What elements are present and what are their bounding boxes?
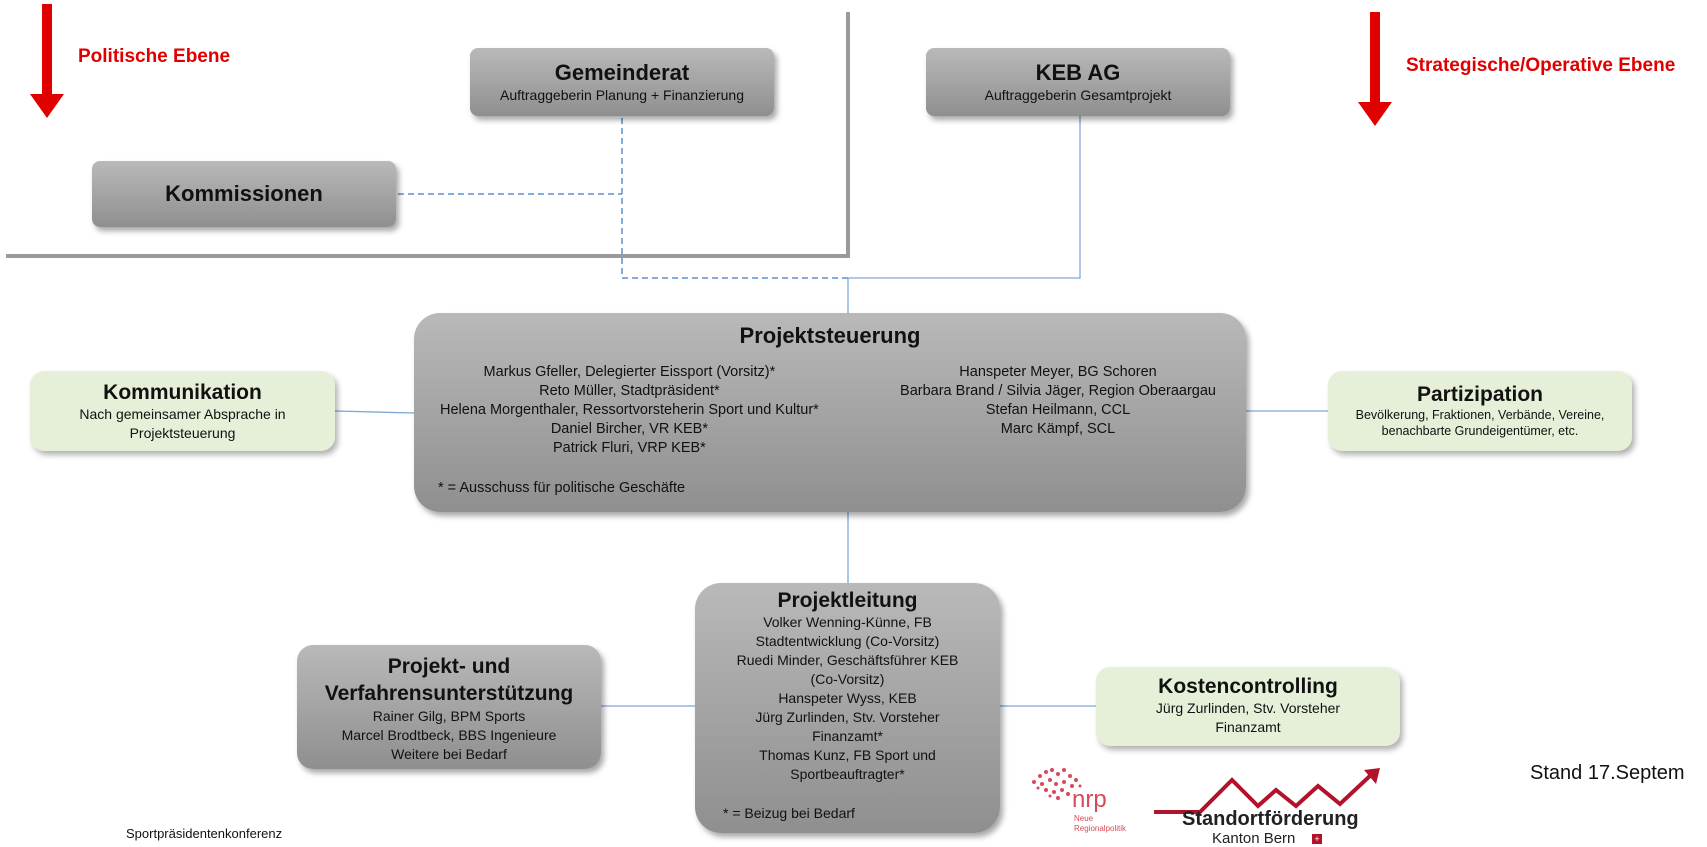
projektleitung-line: Sportbeauftragter* [790, 766, 905, 782]
projektsteuerung-left-column: Markus Gfeller, Delegierter Eissport (Vo… [440, 363, 819, 458]
projektunterstuetzung-title: Projekt- und [387, 655, 511, 678]
standortfoerderung-logo: Standortförderung Kanton Bern + [1150, 768, 1386, 847]
gemeinderat-box: Gemeinderat Auftraggeberin Planung + Fin… [470, 48, 774, 116]
projektsteuerung-right-column: Hanspeter Meyer, BG Schoren Barbara Bran… [900, 363, 1216, 458]
keb-box: KEB AG Auftraggeberin Gesamtprojekt [926, 48, 1230, 116]
standort-title: Standortförderung [1182, 808, 1359, 830]
member-line: Stefan Heilmann, CCL [985, 402, 1131, 418]
nrp-logo-text: nrp [1072, 786, 1107, 813]
projektsteuerung-members: Markus Gfeller, Delegierter Eissport (Vo… [440, 363, 1216, 458]
member-line: Marc Kämpf, SCL [1000, 421, 1116, 437]
projektleitung-box: Projektleitung Volker Wenning-Künne, FB … [695, 583, 1000, 833]
kostencontrolling-box: Kostencontrolling Jürg Zurlinden, Stv. V… [1096, 667, 1400, 746]
keb-line [847, 116, 1081, 315]
standort-sub: Kanton Bern [1212, 830, 1296, 847]
projektsteuerung-title: Projektsteuerung [739, 323, 921, 348]
swiss-map-icon [1032, 768, 1082, 800]
projektunterstuetzung-line: Rainer Gilg, BPM Sports [372, 708, 526, 724]
kommunikation-line [334, 410, 415, 414]
projektunterstuetzung-line: Marcel Brodtbeck, BBS Ingenieure [341, 727, 557, 743]
projektleitung-line: Ruedi Minder, Geschäftsführer KEB [736, 652, 959, 668]
political-level-label: Politische Ebene [78, 46, 231, 67]
gemeinderat-dashed-line [621, 118, 850, 279]
member-line: Helena Morgenthaler, Ressortvorsteherin … [440, 402, 819, 418]
member-line: Markus Gfeller, Delegierter Eissport (Vo… [483, 364, 776, 380]
gemeinderat-subtitle: Auftraggeberin Planung + Finanzierung [499, 87, 744, 103]
partizipation-title: Partizipation [1416, 383, 1543, 406]
projektunterstuetzung-title: Verfahrensunterstützung [324, 682, 574, 705]
kostencontrolling-title: Kostencontrolling [1158, 675, 1338, 698]
partizipation-box: Partizipation Bevölkerung, Fraktionen, V… [1328, 371, 1632, 451]
kostencontrolling-line: Finanzamt [1215, 719, 1281, 735]
gemeinderat-title: Gemeinderat [554, 60, 690, 85]
partizipation-text: Bevölkerung, Fraktionen, Verbände, Verei… [1355, 408, 1605, 422]
kommunikation-title: Kommunikation [103, 381, 262, 404]
projektunterstuetzung-line: Weitere bei Bedarf [391, 746, 507, 762]
kommunikation-box: Kommunikation Nach gemeinsamer Absprache… [30, 371, 335, 451]
stand-date-label: Stand 17.Septem [1530, 762, 1685, 784]
projektleitung-footnote: * = Beizug bei Bedarf [723, 805, 855, 821]
projektleitung-line: Finanzamt* [812, 728, 883, 744]
swiss-cross-icon: + [1312, 834, 1322, 844]
projektsteuerung-box: Projektsteuerung Markus Gfeller, Delegie… [414, 313, 1246, 512]
projektleitung-line: Volker Wenning-Künne, FB [763, 614, 932, 630]
member-line: Hanspeter Meyer, BG Schoren [959, 364, 1157, 380]
projektleitung-line: Stadtentwicklung (Co-Vorsitz) [755, 633, 940, 649]
footer-conference-label: Sportpräsidentenkonferenz [126, 826, 283, 841]
projektleitung-line: Thomas Kunz, FB Sport und [759, 747, 936, 763]
kostencontrolling-line: Jürg Zurlinden, Stv. Vorsteher [1155, 700, 1341, 716]
member-line: Barbara Brand / Silvia Jäger, Region Obe… [900, 383, 1216, 399]
kommunikation-text: Nach gemeinsamer Absprache in [79, 406, 286, 422]
strategic-arrow-icon [1358, 12, 1392, 126]
kommunikation-text: Projektsteuerung [129, 425, 236, 441]
kommissionen-title: Kommissionen [165, 181, 323, 206]
projektsteuerung-footnote: * = Ausschuss für politische Geschäfte [438, 480, 686, 496]
projektleitung-title: Projektleitung [777, 589, 918, 612]
projektleitung-line: (Co-Vorsitz) [810, 671, 885, 687]
growth-arrow-icon [1154, 768, 1380, 814]
member-line: Daniel Bircher, VR KEB* [550, 421, 708, 437]
member-line: Patrick Fluri, VRP KEB* [552, 440, 706, 456]
nrp-logo-sub: Neue [1074, 814, 1094, 823]
keb-title: KEB AG [1035, 60, 1121, 85]
member-line: Reto Müller, Stadtpräsident* [539, 383, 720, 399]
strategic-level-label: Strategische/Operative Ebene [1406, 55, 1676, 76]
political-arrow-icon [30, 4, 64, 118]
keb-subtitle: Auftraggeberin Gesamtprojekt [984, 87, 1172, 103]
kommissionen-box: Kommissionen [92, 161, 396, 227]
projektunterstuetzung-box: Projekt- und Verfahrensunterstützung Rai… [297, 645, 601, 769]
partizipation-text: benachbarte Grundeigentümer, etc. [1381, 424, 1579, 438]
projektleitung-line: Hanspeter Wyss, KEB [778, 690, 917, 706]
nrp-logo-sub: Regionalpolitik [1074, 824, 1127, 833]
projektleitung-line: Jürg Zurlinden, Stv. Vorsteher [755, 709, 940, 725]
nrp-logo: nrp Neue Regionalpolitik [1022, 758, 1142, 838]
